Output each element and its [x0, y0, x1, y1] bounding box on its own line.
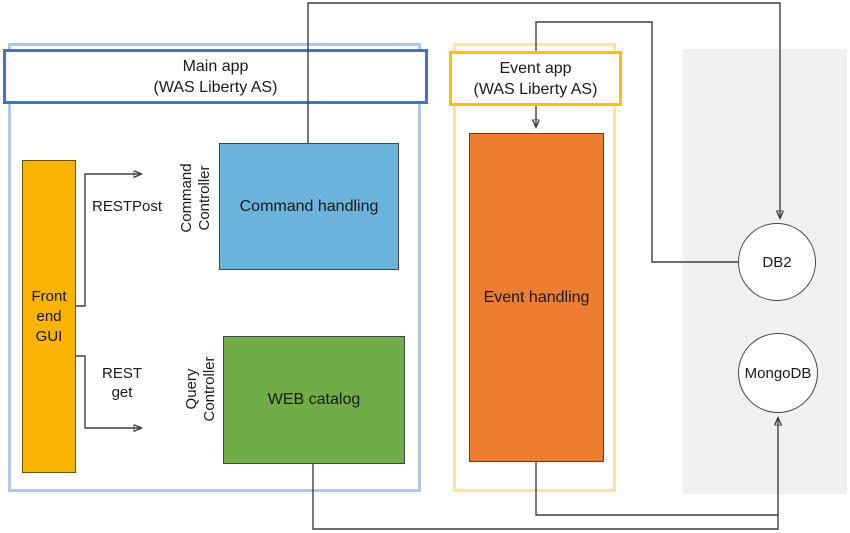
command-controller-line1: Command — [178, 163, 195, 233]
db2-database-circle: DB2 — [738, 223, 816, 301]
restget-line1: REST — [101, 365, 142, 382]
restget-line2: get — [111, 384, 133, 401]
command-handling-label: Command handling — [239, 197, 379, 215]
front-end-gui-box: Front end GUI — [22, 160, 76, 473]
command-controller-line2: Controller — [196, 165, 213, 231]
event-app-title-line1: Event app — [499, 59, 572, 77]
query-controller-line2: Controller — [201, 356, 218, 422]
query-controller-label: Query Controller — [183, 319, 219, 459]
event-handling-label: Event handling — [483, 288, 590, 306]
main-app-title-line2: (WAS Liberty AS) — [153, 78, 278, 96]
db2-label: DB2 — [762, 253, 792, 271]
event-handling-box: Event handling — [469, 133, 604, 462]
event-app-title-box: Event app (WAS Liberty AS) — [449, 51, 622, 106]
restpost-label: RESTPost — [87, 197, 167, 216]
main-app-container — [8, 43, 421, 492]
main-app-title-box: Main app (WAS Liberty AS) — [3, 49, 428, 104]
main-app-title-line1: Main app — [182, 57, 249, 75]
event-app-title-line2: (WAS Liberty AS) — [473, 80, 598, 98]
command-handling-box: Command handling — [219, 143, 399, 270]
restpost-text: RESTPost — [91, 198, 163, 215]
front-end-gui-label: Front end GUI — [31, 287, 67, 345]
mongodb-label: MongoDB — [744, 364, 812, 382]
command-controller-label: Command Controller — [178, 128, 214, 268]
web-catalog-label: WEB catalog — [267, 391, 361, 408]
query-controller-line1: Query — [183, 368, 200, 410]
restget-label: REST get — [92, 364, 152, 402]
mongodb-database-circle: MongoDB — [738, 333, 818, 413]
web-catalog-box: WEB catalog — [223, 336, 405, 464]
